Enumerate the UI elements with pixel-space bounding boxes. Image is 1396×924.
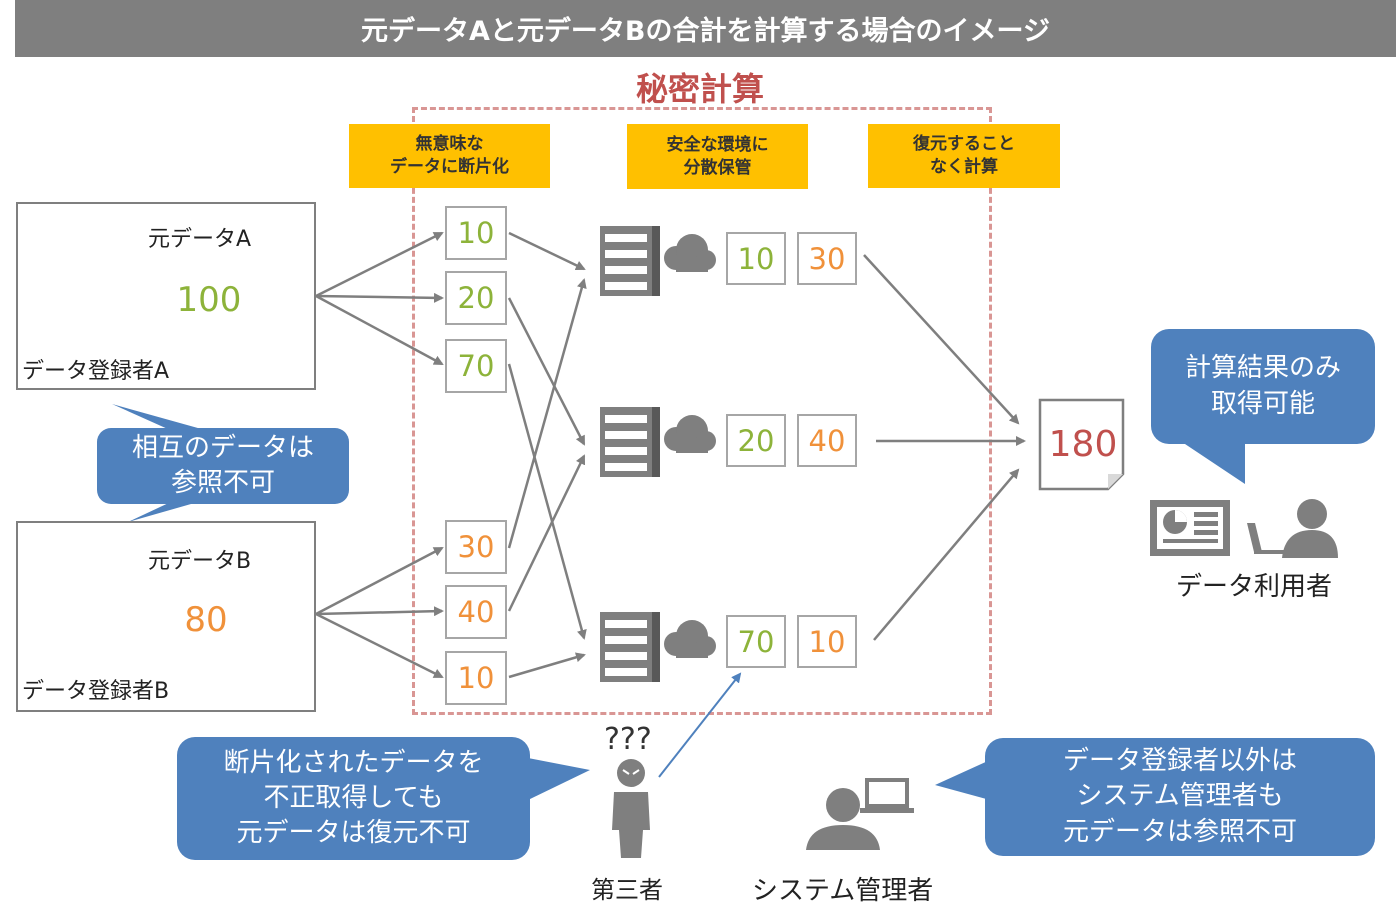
step-label-fragment: 無意味な データに断片化 (349, 124, 550, 188)
server-icon (600, 226, 660, 682)
source-b-value: 80 (184, 600, 228, 640)
bubble-admin-no-access: データ登録者以外は システム管理者も 元データは参照不可 (985, 738, 1375, 856)
hooded-person-icon (612, 759, 650, 858)
server-1-share-a: 10 (726, 232, 786, 285)
bubble-mutual-no-access: 相互のデータは 参照不可 (97, 428, 349, 504)
page-title: 元データAと元データBの合計を計算する場合のイメージ (15, 0, 1396, 57)
third-party-question-marks: ??? (604, 722, 652, 757)
admin-person-laptop-icon (806, 778, 914, 850)
secure-computation-region (412, 107, 992, 715)
presentation-board-icon (1150, 500, 1230, 556)
server-1-share-b: 30 (797, 232, 857, 285)
server-2-share-a: 20 (726, 414, 786, 467)
source-b-frame (16, 521, 316, 712)
fragment-b-2: 40 (445, 585, 507, 639)
bubble-third-party: 断片化されたデータを 不正取得しても 元データは復元不可 (177, 737, 530, 860)
fragment-b-1: 30 (445, 520, 507, 574)
server-3-share-b: 10 (797, 615, 857, 668)
fragment-a-2: 20 (445, 271, 507, 325)
source-b-owner: データ登録者B (22, 679, 170, 704)
bubble-result-only: 計算結果のみ 取得可能 (1151, 329, 1375, 444)
data-user-label: データ利用者 (1176, 572, 1333, 602)
secure-computation-label: 秘密計算 (635, 70, 764, 108)
source-a-owner: データ登録者A (22, 359, 170, 384)
server-3-share-a: 70 (726, 615, 786, 668)
step-label-compute: 復元すること なく計算 (868, 124, 1060, 188)
source-b-doc-label: 元データB (148, 549, 252, 574)
source-a-doc-label: 元データA (148, 227, 252, 252)
server-2-share-b: 40 (797, 414, 857, 467)
fragment-b-3: 10 (445, 651, 507, 705)
person-laptop-icon (1247, 499, 1338, 558)
third-party-label: 第三者 (591, 876, 663, 904)
source-a-value: 100 (176, 280, 242, 320)
step-label-distribute: 安全な環境に 分散保管 (627, 124, 808, 189)
result-value: 180 (1048, 424, 1118, 465)
source-a-frame (16, 202, 316, 390)
fragment-a-3: 70 (445, 339, 507, 393)
fragment-a-1: 10 (445, 206, 507, 260)
system-admin-label: システム管理者 (752, 876, 934, 906)
cloud-icon (664, 234, 716, 658)
